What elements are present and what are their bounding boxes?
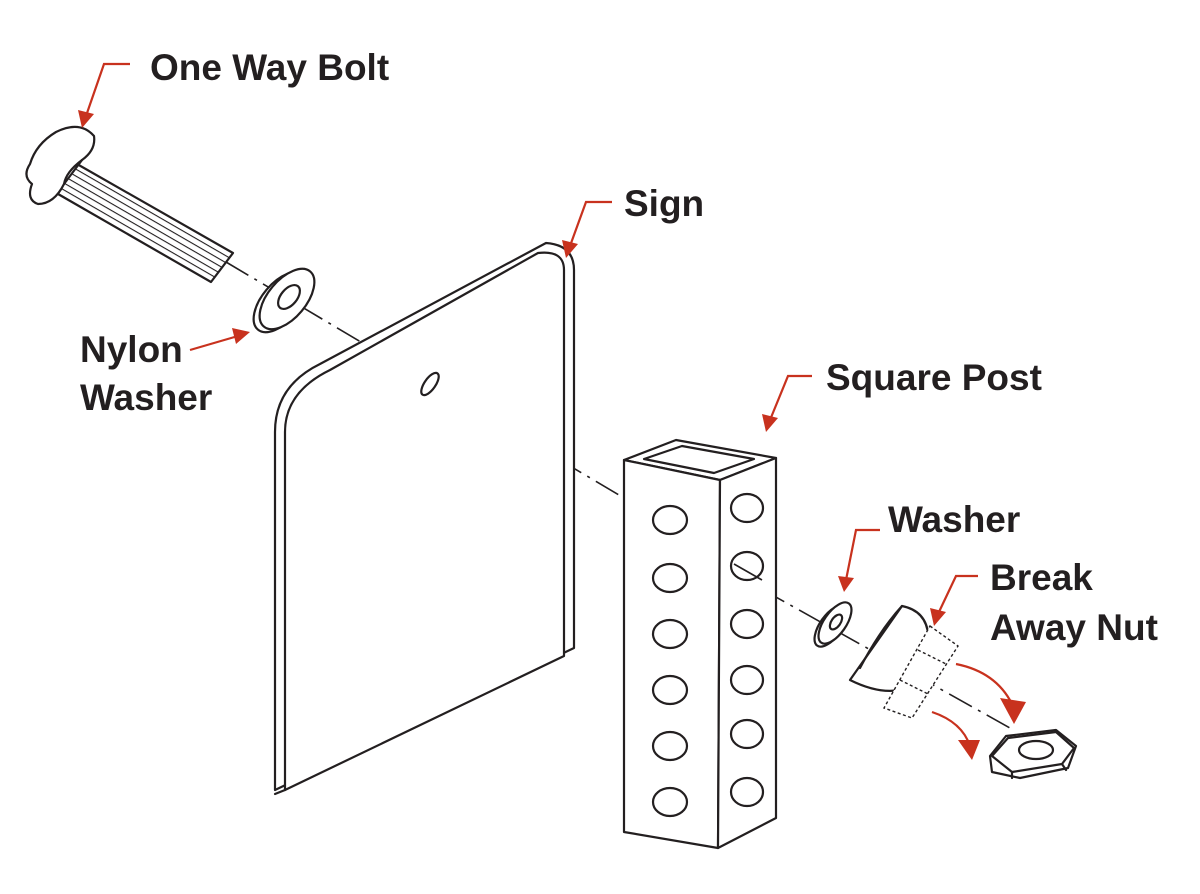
leader-break-away-nut [930,574,978,626]
label-break: Break [990,557,1093,598]
leader-nylon-washer [189,328,250,352]
post-holes-front [651,504,689,818]
washer [813,601,853,648]
sign-bolt-hole [420,371,440,397]
leader-washer [838,528,880,592]
nylon-washer [252,267,316,334]
break-away-arrows [931,662,1026,760]
label-nylon: Nylon [80,329,183,370]
label-sign: Sign [624,183,704,224]
post-holes-side [729,492,765,808]
label-nylon-washer: Washer [80,377,212,418]
break-away-nut [848,604,959,719]
label-square-post: Square Post [826,357,1042,398]
label-washer: Washer [888,499,1020,540]
one-way-bolt [25,125,235,284]
label-away-nut: Away Nut [990,607,1158,648]
hex-nut [988,728,1078,780]
break-away-hex-outline [882,624,959,719]
sign-plate [273,241,576,796]
label-one-way-bolt: One Way Bolt [150,47,389,88]
square-post [622,438,778,850]
leader-sign [562,200,612,258]
leader-one-way-bolt [78,62,130,128]
leader-square-post [762,374,812,432]
